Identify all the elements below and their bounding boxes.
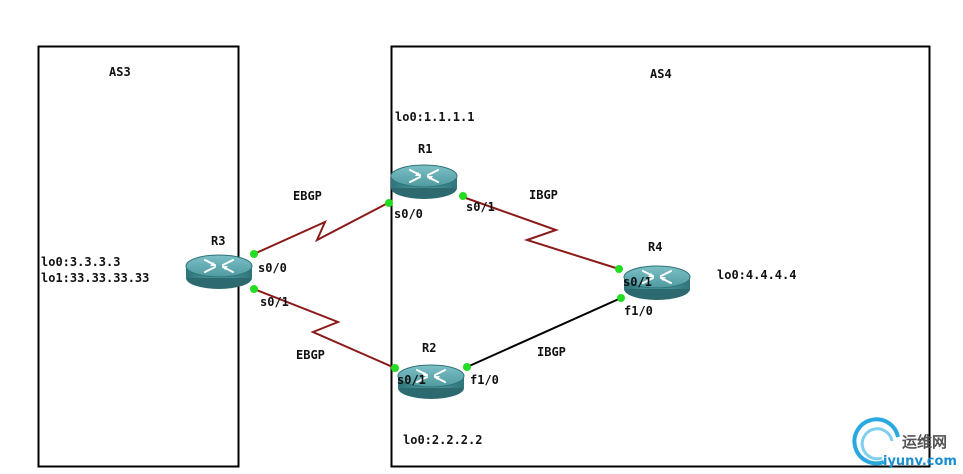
r4-loopback-label: lo0:4.4.4.4 [717,268,796,282]
as4-boundary [390,45,931,468]
link-r3-r1[interactable] [253,202,389,255]
r3-s00-label: s0/0 [258,261,287,275]
router-r2-name: R2 [422,341,436,355]
link-r2-r4[interactable] [466,297,622,368]
r3-s01-label: s0/1 [260,295,289,309]
r3-loopback1-label: lo1:33.33.33.33 [41,271,149,285]
as3-label: AS3 [109,65,131,79]
r4-f10-label: f1/0 [624,304,653,318]
router-r4-name: R4 [648,240,662,254]
r2-s01-label: s0/1 [397,373,426,387]
port-dot-r2-s01 [391,364,399,372]
port-dot-r3-s01 [250,285,258,293]
r4-s01-label: s0/1 [623,275,652,289]
r1-s00-label: s0/0 [394,207,423,221]
link-r2-r4-label: IBGP [537,345,566,359]
link-r3-r1-label: EBGP [293,189,322,203]
port-dot-r1-s00 [385,199,393,207]
link-r1-r4-label: IBGP [529,188,558,202]
port-dot-r3-s00 [250,250,258,258]
port-dot-r1-s01 [459,192,467,200]
port-dot-r4-s01 [615,265,623,273]
r3-loopback0-label: lo0:3.3.3.3 [41,255,120,269]
r2-f10-label: f1/0 [470,373,499,387]
router-r3-name: R3 [211,234,225,248]
port-dot-r2-f10 [463,363,471,371]
router-r3-icon[interactable] [185,254,253,290]
r1-loopback-label: lo0:1.1.1.1 [395,110,474,124]
router-r1-icon[interactable] [390,164,458,200]
link-r1-r4[interactable] [462,196,620,270]
watermark-logo-icon [852,417,900,466]
watermark-line1: 运维网 [902,433,947,451]
as4-label: AS4 [650,67,672,81]
watermark: 运维网 iyunv.com [852,417,957,469]
link-r3-r2[interactable] [253,288,396,369]
port-dots [250,192,625,372]
r1-s01-label: s0/1 [466,200,495,214]
as3-boundary [37,45,240,468]
port-dot-r4-f10 [617,294,625,302]
watermark-line2: iyunv.com [883,454,957,469]
router-r1-name: R1 [418,142,432,156]
link-r3-r2-label: EBGP [296,348,325,362]
r2-loopback-label: lo0:2.2.2.2 [403,433,482,447]
